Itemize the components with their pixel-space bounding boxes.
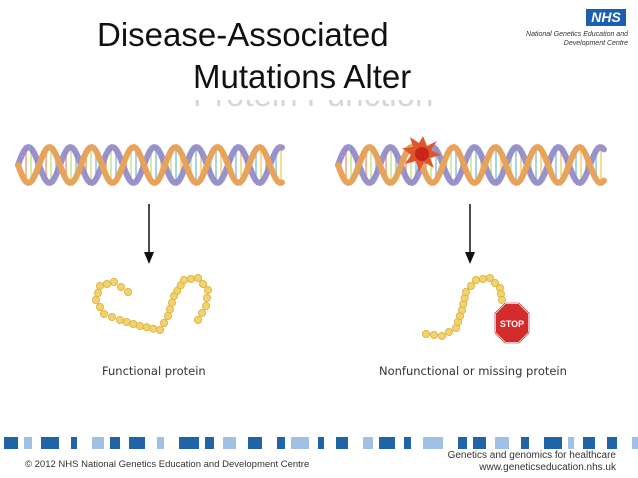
copyright-notice: © 2012 NHS National Genetics Education a… [25,459,310,470]
truncated-protein-chain [421,273,506,340]
slide-title-line-1: Disease-Associated [97,16,389,53]
stop-sign-label: STOP [500,319,524,329]
decorative-stripe [4,437,638,449]
footer-website: www.geneticseducation.nhs.uk [479,462,616,473]
mutation-burst-icon [402,136,441,172]
nhs-logo: NHS [586,9,626,26]
footer-branding: Genetics and genomics for healthcare www… [448,450,616,474]
stop-sign-icon: STOP [494,302,530,344]
dna-helix-normal [15,143,285,187]
slide-title-line-3-cropped: Protein Function [193,100,453,114]
arrow-down-icon-left [144,204,154,264]
functional-protein-chain [92,273,212,334]
footer-tagline: Genetics and genomics for healthcare [447,450,616,461]
caption-nonfunctional: Nonfunctional or missing protein [379,364,567,378]
organisation-name: National Genetics Education and Developm… [526,31,628,47]
caption-functional: Functional protein [102,364,206,378]
dna-helix-mutated [335,143,607,187]
slide-title-line-2: Mutations Alter [193,58,412,95]
arrow-down-icon-right [465,204,475,264]
